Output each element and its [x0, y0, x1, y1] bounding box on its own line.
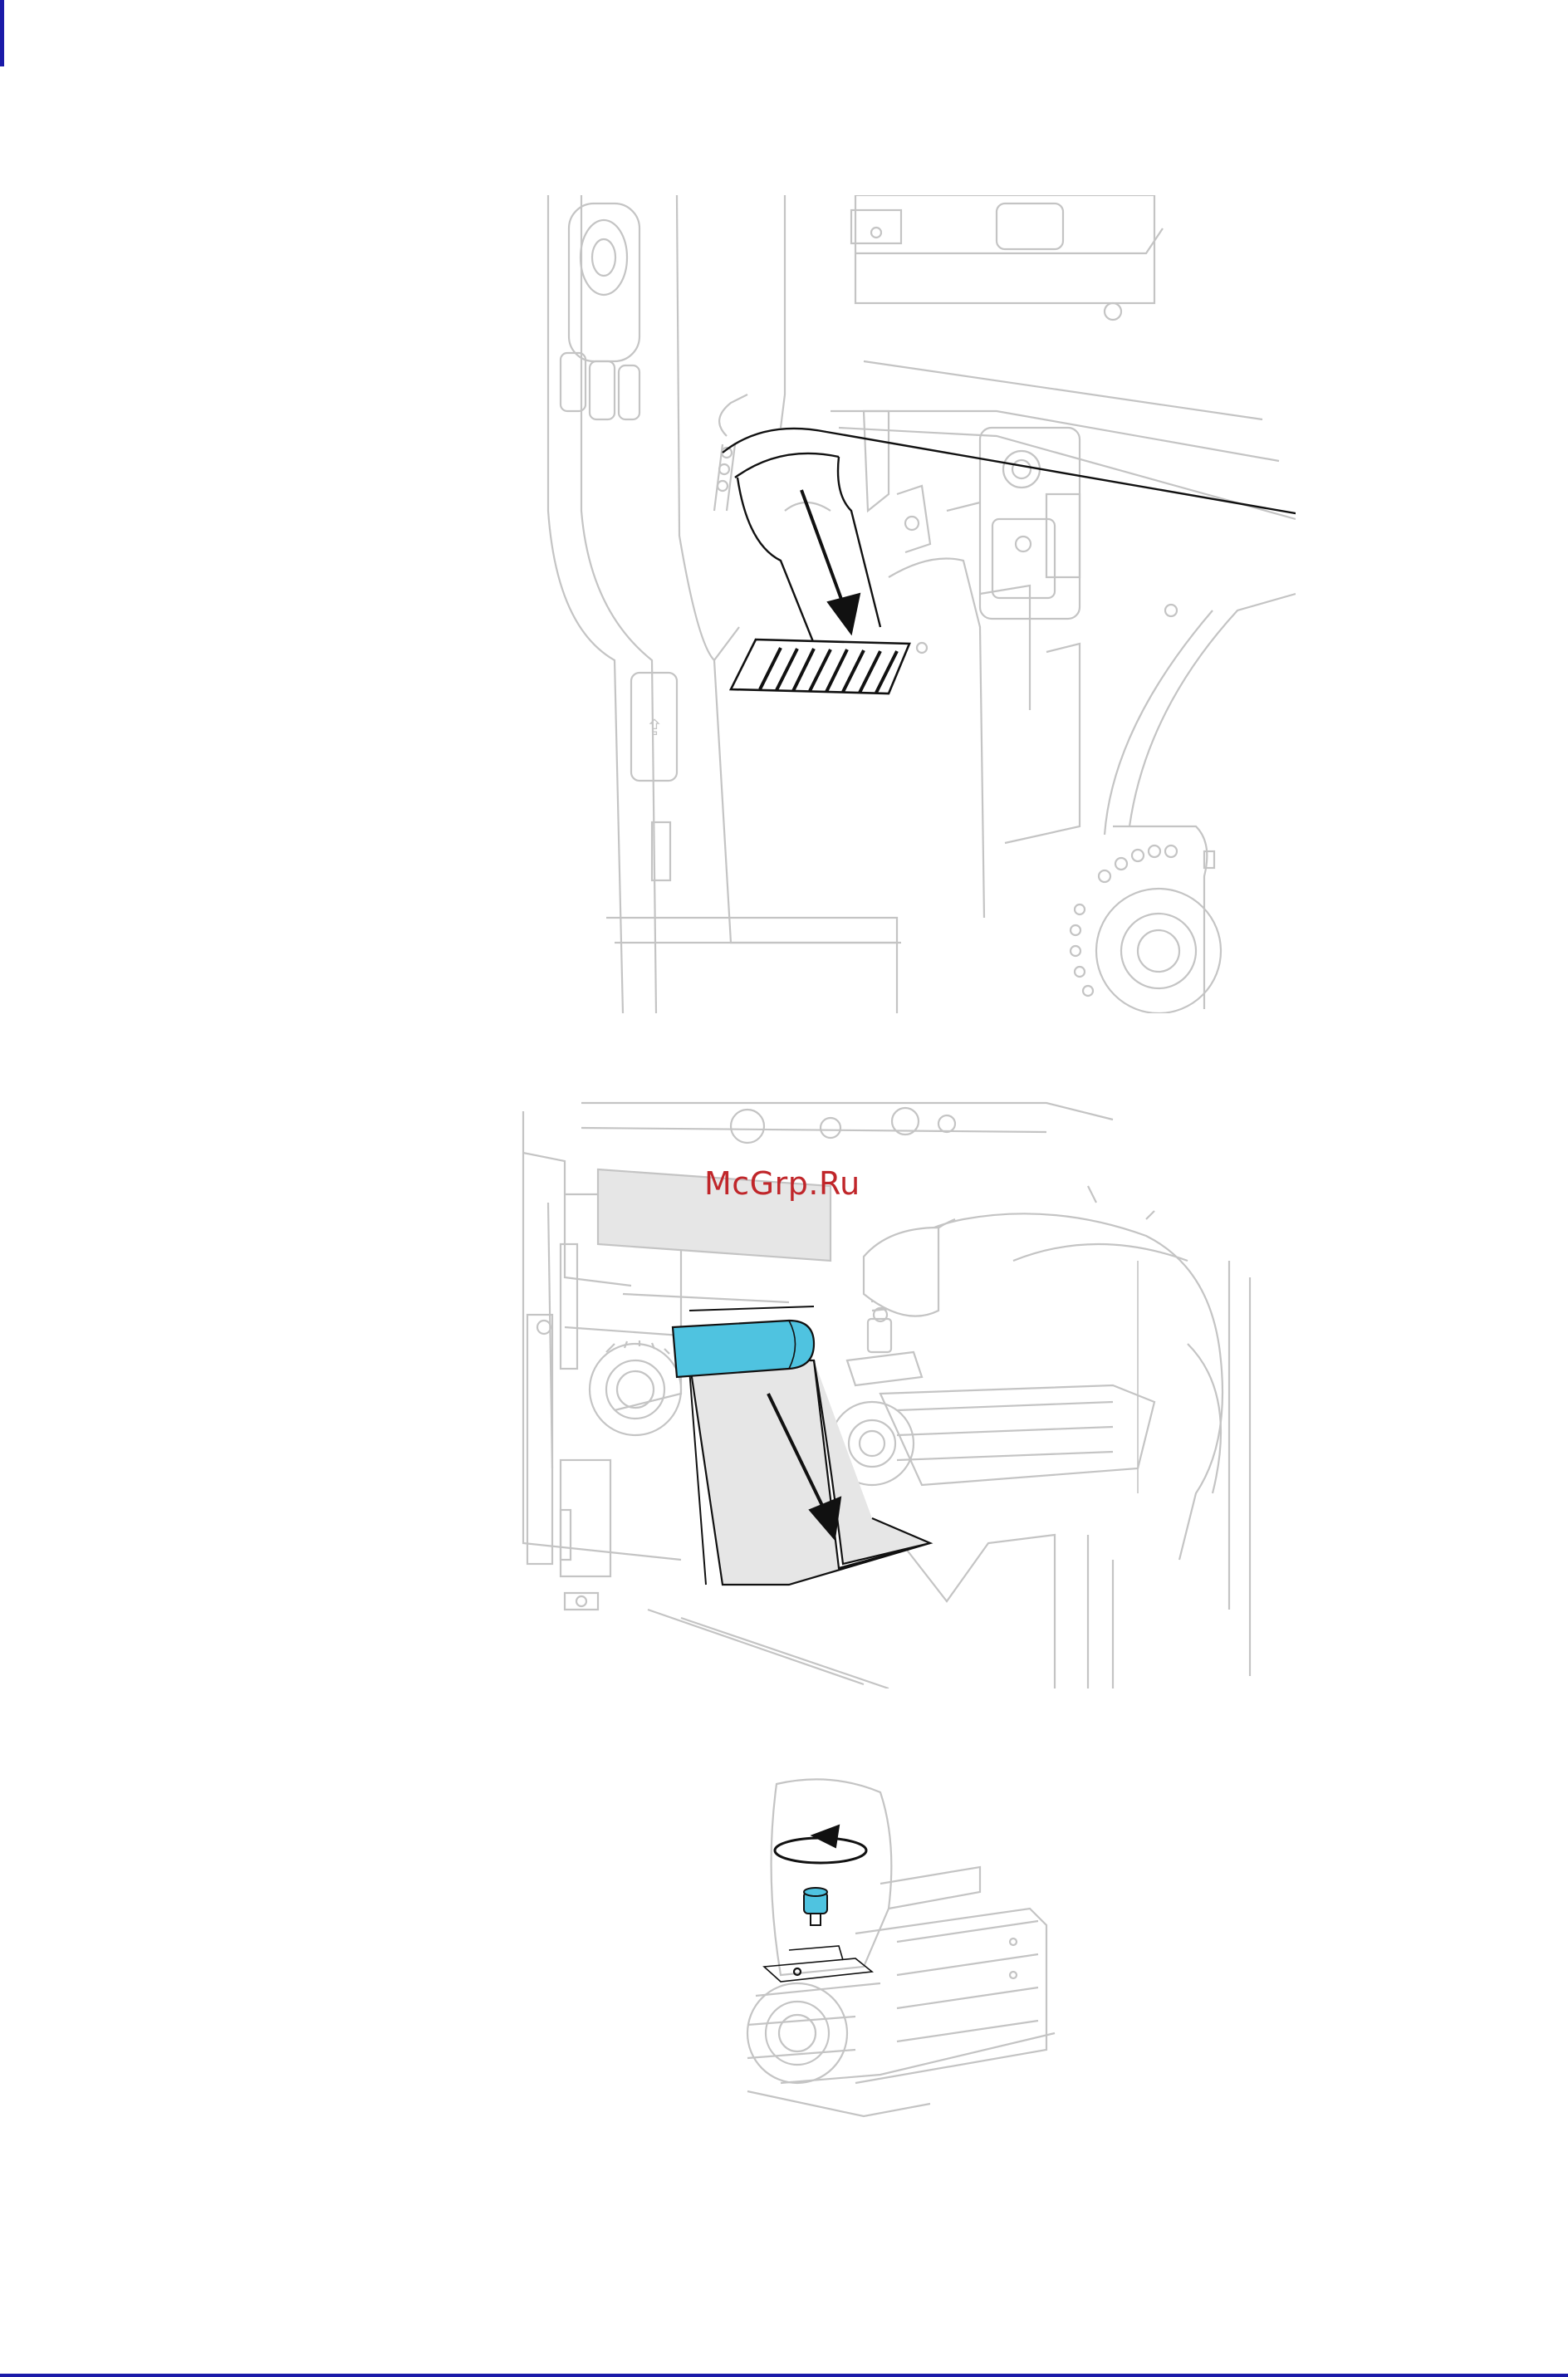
rewind-roller-illustration — [515, 1095, 1262, 1688]
page-edge-marker — [0, 0, 4, 66]
footer-rule — [0, 2374, 1568, 2377]
printer-media-path-illustration: ⇪ — [532, 195, 1296, 1013]
svg-text:⇪: ⇪ — [645, 716, 664, 741]
thumbscrew-tighten-illustration — [731, 1776, 1088, 2149]
watermark-text: McGrp.Ru — [704, 1165, 860, 1202]
